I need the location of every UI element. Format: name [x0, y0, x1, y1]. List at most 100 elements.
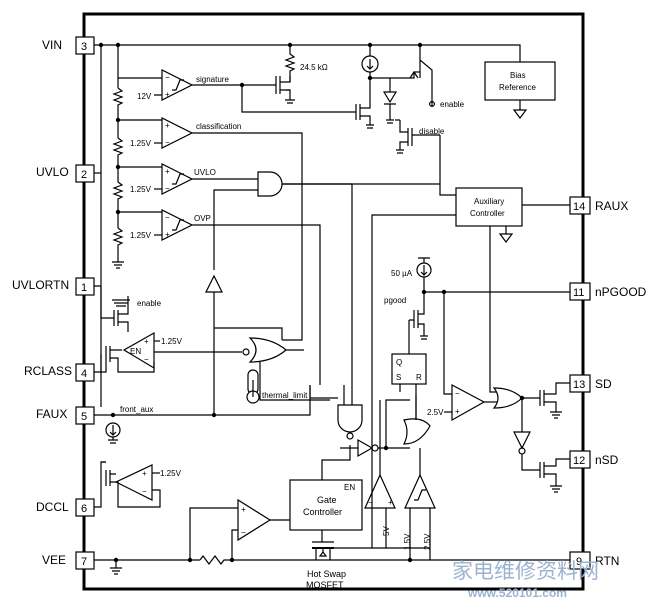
svg-text:−: − [165, 184, 170, 193]
uvlo-and-gate [213, 135, 456, 385]
pgood-inverter [340, 399, 410, 458]
pin-uvlo: UVLO 2 [36, 164, 95, 183]
v5-label: 5V [382, 526, 391, 536]
pin-raux: 14 RAUX [569, 196, 628, 215]
ovp-comparator: − + 1.25V OVP [130, 209, 321, 385]
watermark-url: www.520101.com [467, 586, 567, 600]
svg-text:+: + [165, 230, 170, 239]
svg-text:−: − [144, 355, 149, 364]
pin-uvlo-label: UVLO [36, 165, 69, 179]
comparator-hysteresis: 1.5V 2.5V [403, 448, 436, 560]
pin-vin-number: 3 [81, 41, 87, 53]
resistor-24k5-label: 24.5 kΩ [300, 63, 328, 72]
thermal-sensor: thermal_limit [246, 369, 308, 404]
pin-nsd-number: 12 [573, 455, 585, 467]
pin-rtn-label: RTN [595, 554, 619, 568]
pin-vee-label: VEE [42, 553, 66, 567]
watermark-cn: 家电维修资料网 [452, 559, 599, 583]
pin-nsd-label: nSD [595, 453, 619, 467]
svg-text:+: + [165, 121, 170, 130]
v125-rclass-label: 1.25V [161, 337, 183, 346]
sr-latch: Q S R [391, 320, 427, 420]
pin-raux-number: 14 [573, 201, 585, 213]
gate-controller-line1: Gate [317, 495, 337, 505]
latch-r-label: R [416, 373, 422, 382]
pin-sd-label: SD [595, 377, 612, 391]
current-50ua-label: 50 µA [391, 269, 413, 278]
pin-sd-number: 13 [573, 379, 585, 391]
classification-label: classification [196, 122, 241, 131]
v125-ovp-label: 1.25V [130, 231, 152, 240]
latch-s-label: S [396, 373, 401, 382]
pin-rtn: 9 RTN [569, 551, 619, 570]
svg-text:−: − [165, 73, 170, 82]
pin-vee: VEE 7 [42, 551, 95, 570]
aux-controller-line2: Controller [470, 209, 505, 218]
uvlortn-fet: enable [94, 285, 162, 332]
hot-swap-line2: MOSFET [306, 580, 344, 590]
gate-enable-and [309, 385, 363, 440]
svg-text:−: − [165, 213, 170, 222]
class-or-gate [214, 327, 330, 401]
thermal-limit-label: thermal_limit [262, 391, 308, 400]
rclass-en-label: EN [130, 347, 141, 356]
gate-controller-block: Gate Controller EN [289, 445, 363, 542]
pin-vee-number: 7 [81, 556, 87, 568]
ovp-label: OVP [194, 214, 211, 223]
pin-rclass-label: RCLASS [24, 364, 72, 378]
hot-swap-line1: Hot Swap [307, 569, 346, 579]
pin-raux-label: RAUX [595, 199, 628, 213]
pin-rclass: RCLASS 4 [24, 363, 95, 382]
pin-uvlortn-number: 1 [81, 282, 87, 294]
comparator-2v5: − + 2.5V [427, 380, 498, 422]
sd-fet [519, 382, 570, 432]
pgood-label: pgood [384, 296, 406, 305]
svg-text:−: − [368, 498, 373, 507]
pin-vin: VIN 3 [42, 36, 95, 55]
v15-label: 1.5V [403, 533, 412, 550]
pin-faux: FAUX 5 [36, 406, 95, 425]
faux-path: front_aux [94, 385, 311, 444]
signature-comparator: − + 12V signature [118, 69, 268, 101]
front-aux-label: front_aux [120, 405, 153, 414]
vee-path [94, 507, 570, 575]
signature-fet: 24.5 kΩ [268, 45, 328, 104]
v125-dccl-label: 1.25V [160, 469, 182, 478]
rclass-amplifier: + − EN 1.25V [94, 331, 250, 373]
disable-label: disable [419, 127, 445, 136]
signature-label: signature [196, 75, 229, 84]
chip-outline [82, 12, 585, 591]
bias-reference-block: Bias Reference [484, 61, 556, 119]
v12-label: 12V [137, 92, 152, 101]
latch-q-label: Q [396, 358, 402, 367]
svg-text:+: + [165, 167, 170, 176]
bias-reference-line1: Bias [510, 71, 526, 80]
svg-text:+: + [241, 505, 246, 514]
sense-amplifier: + − [237, 498, 290, 542]
sd-or-gate [492, 387, 540, 409]
pgood-circuit: 50 µA pgood [384, 257, 570, 380]
gate-controller-line2: Controller [303, 507, 342, 517]
pin-uvlortn-label: UVLORTN [12, 278, 69, 292]
svg-text:+: + [144, 337, 149, 346]
enable-top-label: enable [440, 100, 465, 109]
uvlo-comparator: + − 1.25V UVLO [130, 163, 258, 195]
svg-text:+: + [388, 498, 393, 507]
enable-uvlortn-label: enable [137, 299, 162, 308]
hot-swap-mosfet: Hot Swap MOSFET [306, 541, 346, 590]
gate-en-label: EN [344, 483, 355, 492]
uvlo-signal-label: UVLO [194, 168, 216, 177]
svg-text:−: − [165, 138, 170, 147]
comparator-5v: − + 5V [364, 400, 396, 548]
pin-npgood: 11 nPGOOD [569, 282, 647, 301]
aux-controller-line1: Auxiliary [474, 197, 504, 206]
pin-vin-label: VIN [42, 38, 62, 52]
pin-rtn-number: 9 [576, 556, 582, 568]
pin-faux-label: FAUX [36, 407, 67, 421]
pin-npgood-label: nPGOOD [595, 285, 647, 299]
pin-rclass-number: 4 [81, 368, 87, 380]
nsd-fet [539, 458, 570, 493]
pin-faux-number: 5 [81, 411, 87, 423]
svg-text:+: + [165, 90, 170, 99]
